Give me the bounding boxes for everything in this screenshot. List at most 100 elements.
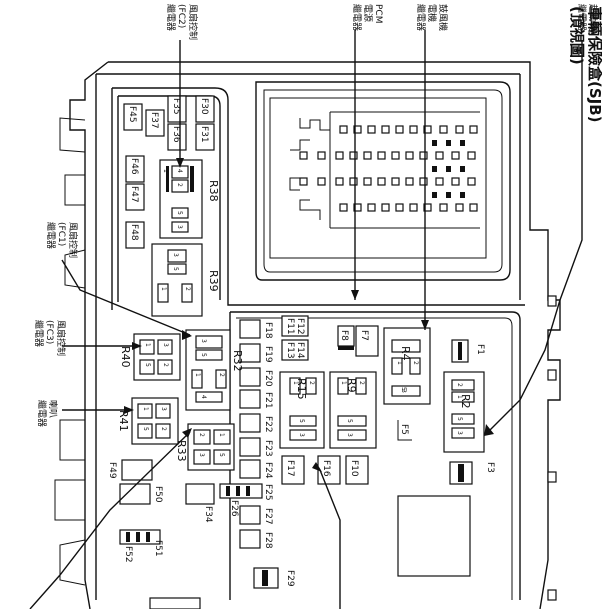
pin-number: 5 (298, 419, 305, 423)
callout-blower-fc2-line: (FC2) (176, 4, 186, 28)
fuse-slot (239, 343, 261, 363)
pin-number: 1 (456, 395, 463, 399)
pin-number: 1 (142, 407, 149, 411)
pin-number: 2 (162, 363, 169, 367)
connector-pin (451, 177, 460, 186)
connector-pin (349, 177, 358, 186)
connector-pin (419, 151, 428, 160)
fuse-label-f47: F47 (129, 186, 139, 203)
pin-number: 3 (160, 407, 167, 411)
relay-r9 (329, 371, 377, 449)
pin-number: 1 (162, 169, 169, 173)
connector-pin (363, 177, 372, 186)
connector-pin (349, 151, 358, 160)
pin-number: 3 (400, 389, 407, 393)
relay-r2 (443, 371, 485, 453)
mounting-plate (397, 495, 471, 577)
relay-label-r2: R2 (459, 394, 472, 409)
callout-blower-fc1-line: 風扇控制 (67, 222, 79, 258)
connector-pin (405, 177, 414, 186)
fuse-label-f8: F8 (339, 330, 349, 341)
relay-label-r38: R38 (207, 180, 220, 202)
pin-number: 4 (176, 169, 183, 173)
pin-number: 3 (200, 339, 207, 343)
callout-starter-line: 繼電器 (576, 4, 588, 31)
connector-pin (381, 203, 390, 212)
callout-pcm-line: 繼電器 (351, 4, 363, 31)
fuse-group-right-top (281, 315, 379, 361)
pin-number: 2 (218, 373, 225, 377)
connector-pin (423, 125, 432, 134)
relay-label-r41: R41 (117, 410, 130, 432)
relay-label-r15: R15 (295, 378, 308, 400)
fuse-label-f29: F29 (285, 570, 295, 587)
fuse-label-f31: F31 (199, 126, 209, 143)
relay-label-r39: R39 (207, 270, 220, 292)
fuse-label-f51: F51 (153, 540, 163, 557)
fuse-column-center (239, 319, 261, 549)
relay-r38 (159, 159, 203, 239)
pin-number: 4 (200, 395, 207, 399)
connector-pin-filled (460, 192, 465, 198)
connector-pin (353, 125, 362, 134)
fuse-label-f48: F48 (129, 224, 139, 241)
connector-pin-filled (460, 140, 465, 146)
relay-label-r9: R9 (345, 378, 358, 393)
connector-pin (339, 203, 348, 212)
pin-number: 2 (358, 381, 365, 385)
pin-number: 5 (144, 363, 151, 367)
fuse-label-f37: F37 (149, 112, 159, 129)
relay-label-r32: R32 (231, 350, 244, 372)
relay-r32 (185, 329, 231, 411)
fuse-label-f46: F46 (129, 158, 139, 175)
fuse-label-f10: F10 (349, 460, 359, 477)
fuse-label-f18: F18 (263, 322, 273, 339)
fuse-slot (239, 319, 261, 339)
relay-r33 (187, 423, 235, 471)
fuse-slot (239, 529, 261, 549)
relay-label-r40: R40 (119, 346, 132, 368)
callout-blower-fc1-line: 繼電器 (45, 222, 57, 249)
pin-number: 2 (176, 183, 183, 187)
fuse-label-f30: F30 (199, 98, 209, 115)
relay-r15 (279, 371, 325, 449)
diagram-title: 車輛保險盒(SJB) (586, 6, 602, 123)
callout-blower-fc3-line: 繼電器 (33, 320, 45, 347)
connector-pin-filled (432, 192, 437, 198)
pin-number: 1 (340, 381, 347, 385)
connector-pin-filled (446, 166, 451, 172)
fuse-label-f13: F13 (285, 342, 295, 359)
callout-blower-fc3-line: (FC3) (44, 320, 54, 344)
pin-number: 1 (194, 373, 201, 377)
fuse-slot (239, 367, 261, 387)
fuse-label-f21: F21 (263, 392, 273, 409)
fuse-label-f5: F5 (399, 424, 409, 435)
connector-pin (299, 151, 308, 160)
connector-pin (455, 125, 464, 134)
pin-number: 2 (198, 433, 205, 437)
pin-number: 1 (396, 361, 403, 365)
connector-pin (451, 151, 460, 160)
connector-pin-grid (299, 125, 478, 212)
pin-number: 5 (456, 417, 463, 421)
relay-r39 (151, 243, 203, 317)
pin-number: 5 (142, 427, 149, 431)
housing-outline (54, 61, 561, 610)
connector-pin-filled (432, 140, 437, 146)
connector-pin (391, 177, 400, 186)
connector-pin (423, 203, 432, 212)
connector-pin (363, 151, 372, 160)
callout-blower-fc2-line: 風扇控制 (187, 4, 199, 40)
fuse-label-f36: F36 (171, 126, 181, 143)
connector-pin (381, 125, 390, 134)
callout-pcm-line: PCM (373, 4, 383, 23)
fuse-label-f50: F50 (153, 486, 163, 503)
connector-pin (419, 177, 428, 186)
pin-number: 3 (172, 253, 179, 257)
fuse-label-f23: F23 (263, 440, 273, 457)
callout-horn-line: 喇叭 (47, 400, 59, 418)
callout-blower-line: 繼電器 (415, 4, 427, 31)
